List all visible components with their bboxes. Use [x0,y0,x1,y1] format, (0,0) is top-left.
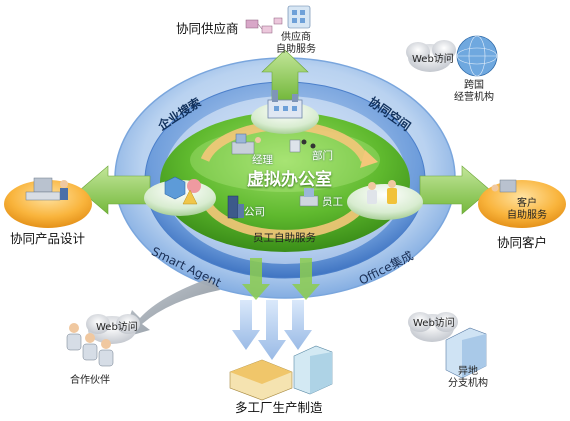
collab-customer-label: 协同客户 [497,235,548,250]
manager-label: 经理 [252,154,273,166]
pad-right [347,184,423,220]
cross-border-line2: 经营机构 [454,91,494,103]
customer-self-service-line2: 自助服务 [507,209,547,221]
center-title: 虚拟办公室 [247,170,332,190]
company-label: 公司 [244,206,265,218]
web-access-right-label: Web访问 [413,318,455,329]
factory-building-icon [229,359,293,401]
arrows-to-factory [232,258,320,360]
collab-product-design-label: 协同产品设计 [10,231,86,246]
manager-icon [231,133,261,155]
supplier-building-icon [287,5,311,29]
people-icon [367,180,397,204]
employee-label: 员工 [322,196,343,208]
customer-disc [478,179,566,228]
department-label: 部门 [312,150,333,162]
design-shapes-icon [164,176,201,205]
tower-building-icon [293,345,333,395]
branch-line2: 分支机构 [448,377,488,389]
branch-building-icon [445,327,487,379]
arrow-to-partner [122,278,220,338]
globe-icon [456,35,498,77]
supplier-network-icon [245,17,283,34]
employee-icon [299,188,319,207]
partner-label: 合作伙伴 [70,375,110,386]
branch-label: 异地 分支机构 [448,366,488,389]
supplier-self-service-line1: 供应商 [281,32,311,43]
arrow-to-customer [419,165,491,215]
cloud-icon [406,40,456,72]
customer-self-service-label: 客户 自助服务 [507,198,547,221]
partner-people-icon [66,323,114,367]
web-access-top-label: Web访问 [412,54,454,65]
cross-border-label: 跨国 经营机构 [454,80,494,103]
branch-line1: 异地 [458,366,478,377]
customer-self-service-line1: 客户 [517,198,537,209]
web-access-left-label: Web访问 [96,322,138,333]
arrow-to-product-design [79,165,151,215]
multi-factory-label: 多工厂生产制造 [235,400,323,415]
cloud-icon [86,314,140,344]
product-design-disc [4,177,92,228]
collab-supplier-label: 协同供应商 [176,21,239,36]
cloud-icon [408,312,458,342]
department-icon [289,139,316,153]
supplier-self-service-label: 供应商 自助服务 [276,32,316,55]
supplier-self-service-line2: 自助服务 [276,43,316,55]
cross-border-line1: 跨国 [464,80,484,91]
employee-self-service-label: 员工自助服务 [253,232,316,244]
factory-icon [267,90,303,119]
company-icon [227,195,244,219]
